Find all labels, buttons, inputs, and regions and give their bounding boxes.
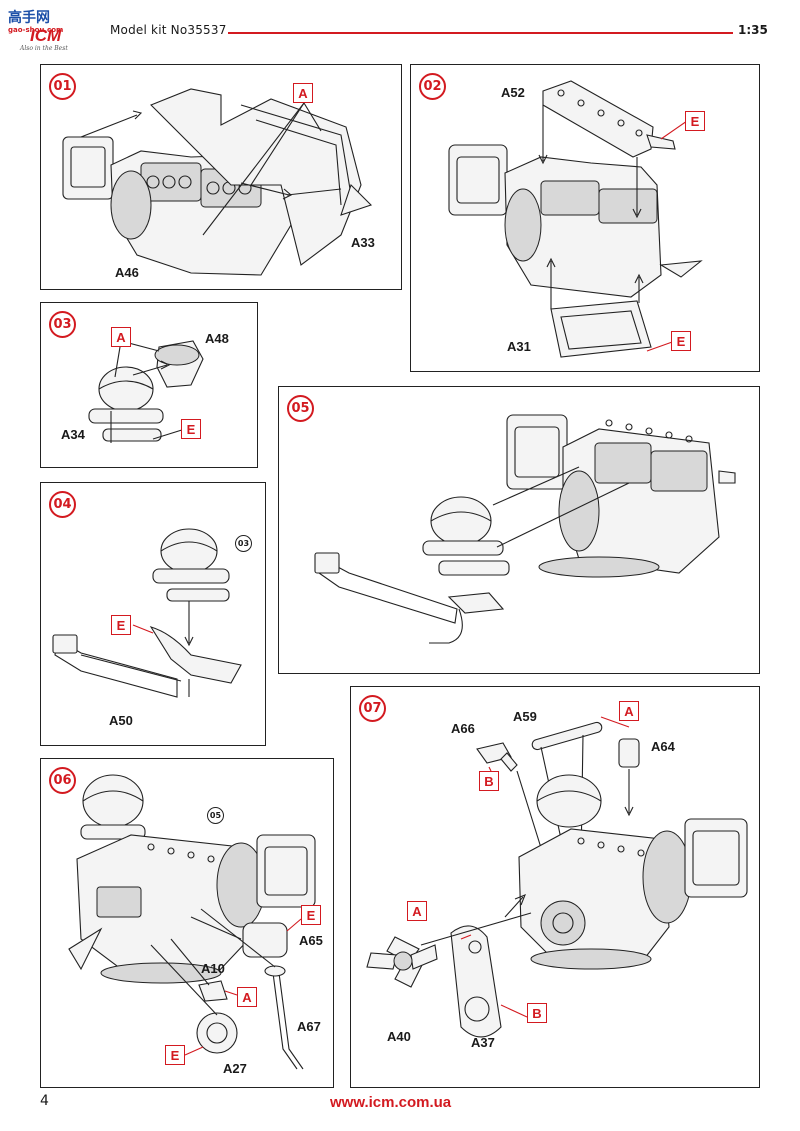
brand-logo: 高手网 ICM gao-shou.com Also in the Best [8, 9, 68, 52]
step-03-drawing [88, 340, 204, 443]
part-label: A66 [451, 721, 475, 736]
paint-tag: E [111, 615, 131, 635]
part-label: A27 [223, 1061, 247, 1076]
kit-title: Model kit No35537 [110, 23, 227, 37]
step-number-badge: 05 [287, 395, 314, 422]
step-number-badge: 02 [419, 73, 446, 100]
part-label: A34 [61, 427, 85, 442]
step-05-panel: 05 [278, 386, 760, 674]
paint-tag: E [181, 419, 201, 439]
paint-tag: E [671, 331, 691, 351]
part-label: A10 [201, 961, 225, 976]
step-04-drawing [52, 528, 242, 698]
paint-tag: E [165, 1045, 185, 1065]
part-label: A59 [513, 709, 537, 724]
paint-tag: A [619, 701, 639, 721]
page-number: 4 [40, 1093, 49, 1109]
logo-site-text: gao-shou.com [8, 26, 63, 34]
step-04-panel: 04 03 E A50 [40, 482, 266, 746]
step-02-drawing [448, 80, 703, 358]
part-label: A65 [299, 933, 323, 948]
footer-website-link[interactable]: www.icm.com.ua [330, 1094, 452, 1111]
part-label: A50 [109, 713, 133, 728]
logo-brand-text: ICM [30, 26, 62, 45]
paint-tag: A [293, 83, 313, 103]
step-07-drawing [366, 716, 748, 1038]
part-label: A48 [205, 331, 229, 346]
paint-tag: B [479, 771, 499, 791]
step-reference-badge: 05 [207, 807, 224, 824]
header-rule [228, 32, 733, 34]
part-label: A31 [507, 339, 531, 354]
step-01-panel: 01 A A46 A33 [40, 64, 402, 290]
part-label: A64 [651, 739, 675, 754]
paint-tag: B [527, 1003, 547, 1023]
part-label: A40 [387, 1029, 411, 1044]
step-02-panel: 02 A52 E E A31 [410, 64, 760, 372]
step-07-panel: 07 A66 A59 A A64 B A B A40 A37 [350, 686, 760, 1088]
paint-tag: E [301, 905, 321, 925]
paint-tag: A [111, 327, 131, 347]
step-number-badge: 07 [359, 695, 386, 722]
step-number-badge: 03 [49, 311, 76, 338]
part-label: A33 [351, 235, 375, 250]
logo-cn-text: 高手网 [8, 9, 50, 26]
step-number-badge: 04 [49, 491, 76, 518]
logo-tagline-text: Also in the Best [19, 45, 68, 52]
step-05-drawing [314, 414, 736, 644]
step-01-drawing [62, 88, 373, 276]
page-header: 高手网 ICM gao-shou.com Also in the Best Mo… [0, 0, 800, 60]
step-number-badge: 01 [49, 73, 76, 100]
part-label: A37 [471, 1035, 495, 1050]
paint-tag: A [407, 901, 427, 921]
part-label: A46 [115, 265, 139, 280]
paint-tag: E [685, 111, 705, 131]
paint-tag: A [237, 987, 257, 1007]
step-06-panel: 06 05 E A65 A10 A A67 E A27 [40, 758, 334, 1088]
step-03-panel: 03 A A48 A34 E [40, 302, 258, 468]
part-label: A52 [501, 85, 525, 100]
step-number-badge: 06 [49, 767, 76, 794]
step-06-drawing [68, 774, 316, 1070]
part-label: A67 [297, 1019, 321, 1034]
step-reference-badge: 03 [235, 535, 252, 552]
scale-label: 1:35 [738, 23, 768, 37]
